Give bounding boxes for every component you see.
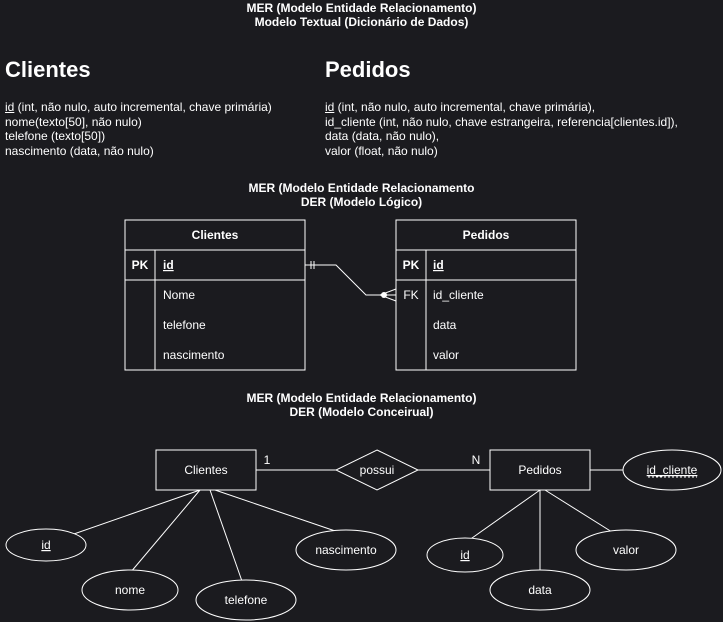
attribute-label: data — [528, 583, 552, 597]
attribute-label: nome — [115, 583, 145, 597]
entity-pedidos — [489, 449, 591, 491]
dict-text: data (data, não nulo), — [325, 129, 440, 143]
fk-label: FK — [403, 288, 418, 302]
many-dot-mark — [381, 292, 387, 298]
table-pedidos-title: Pedidos — [463, 228, 510, 242]
textual-header-line2: Modelo Textual (Dicionário de Dados) — [254, 15, 469, 29]
table-pedidos-border — [395, 219, 577, 371]
attribute-clientes-nascimento — [295, 529, 397, 571]
attribute-pedidos-id — [426, 537, 504, 573]
dict-text: nome(texto[50], não nulo) — [5, 114, 142, 129]
crows-foot-mark — [379, 288, 397, 296]
attribute-clientes-nome — [81, 569, 179, 611]
dict-line: id (int, não nulo, auto incremental, cha… — [325, 100, 678, 115]
attribute-label: id — [41, 538, 50, 552]
table-field: valor — [433, 348, 459, 362]
pk-label: PK — [132, 258, 149, 272]
conceptual-diagram: Clientes Pedidos possui 1 N id nome tele… — [5, 449, 722, 621]
dict-text: telefone (texto[50]) — [5, 129, 106, 143]
attribute-link — [464, 489, 541, 544]
pk-field: id — [433, 258, 444, 272]
attribute-label: id — [460, 548, 469, 562]
table-field: id_cliente — [433, 288, 484, 302]
dict-text: id_cliente (int, não nulo, chave estrang… — [325, 114, 678, 129]
dict-line: nascimento (data, não nulo) — [5, 144, 272, 159]
dict-line: nome(texto[50], não nulo) — [5, 115, 272, 130]
cardinality-right: N — [472, 453, 481, 467]
relationship-label: possui — [360, 463, 395, 477]
dict-key: id — [325, 100, 335, 114]
attribute-label: valor — [613, 543, 639, 557]
attribute-link — [544, 489, 613, 533]
attribute-pedidos-valor — [575, 529, 677, 571]
entity-clientes-label: Clientes — [184, 463, 227, 477]
dict-line: telefone (texto[50]) — [5, 129, 272, 144]
textual-clientes-dictionary: id (int, não nulo, auto incremental, cha… — [5, 100, 272, 158]
attribute-label: telefone — [225, 593, 268, 607]
table-field: Nome — [163, 288, 195, 302]
relationship-diamond — [334, 449, 420, 491]
conceptual-header-line2: DER (Modelo Conceirual) — [289, 405, 434, 419]
dict-line: data (data, não nulo), — [325, 129, 678, 144]
dict-line: id_cliente (int, não nulo, chave estrang… — [325, 115, 678, 130]
attribute-pedidos-id-cliente — [622, 449, 722, 491]
dict-key: id — [5, 100, 15, 114]
cardinality-left: 1 — [264, 453, 271, 467]
attribute-label: id_cliente — [647, 463, 698, 477]
table-clientes: Clientes PK id Nome telefone nascimento — [124, 219, 306, 371]
attribute-clientes-telefone — [195, 579, 297, 621]
crows-foot-mark — [379, 294, 397, 302]
table-pedidos: Pedidos PK id FK id_cliente data valor — [395, 219, 577, 371]
table-field: nascimento — [163, 348, 225, 362]
table-clientes-title: Clientes — [192, 228, 239, 242]
pk-field: id — [163, 258, 174, 272]
attribute-pedidos-data — [489, 569, 591, 611]
dict-text: (int, não nulo, auto incremental, chave … — [334, 100, 596, 114]
attribute-link — [209, 489, 244, 585]
table-field: telefone — [163, 318, 206, 332]
entity-pedidos-label: Pedidos — [518, 463, 561, 477]
dict-text: nascimento (data, não nulo) — [5, 143, 154, 158]
logical-header-line2: DER (Modelo Lógico) — [300, 195, 423, 209]
conceptual-header-line1: MER (Modelo Entidade Relacionamento) — [246, 391, 477, 405]
attribute-link — [214, 489, 345, 535]
textual-pedidos-title: Pedidos — [325, 57, 411, 82]
dict-line: id (int, não nulo, auto incremental, cha… — [5, 100, 272, 115]
dict-text: valor (float, não nulo) — [325, 143, 438, 158]
relationship-connector — [305, 261, 397, 302]
textual-pedidos-dictionary: id (int, não nulo, auto incremental, cha… — [325, 100, 678, 158]
dict-line: valor (float, não nulo) — [325, 144, 678, 159]
logical-header-line1: MER (Modelo Entidade Relacionamento — [248, 181, 475, 195]
dict-text: (int, não nulo, auto incremental, chave … — [14, 100, 272, 114]
entity-clientes — [155, 449, 257, 491]
connector-line — [305, 264, 396, 296]
attribute-clientes-id — [5, 528, 87, 562]
textual-header-line1: MER (Modelo Entidade Relacionamento) — [246, 1, 477, 15]
textual-clientes-title: Clientes — [5, 57, 91, 82]
table-field: data — [433, 318, 457, 332]
pk-label: PK — [403, 258, 420, 272]
attribute-label: nascimento — [315, 543, 377, 557]
attribute-link — [129, 489, 201, 574]
